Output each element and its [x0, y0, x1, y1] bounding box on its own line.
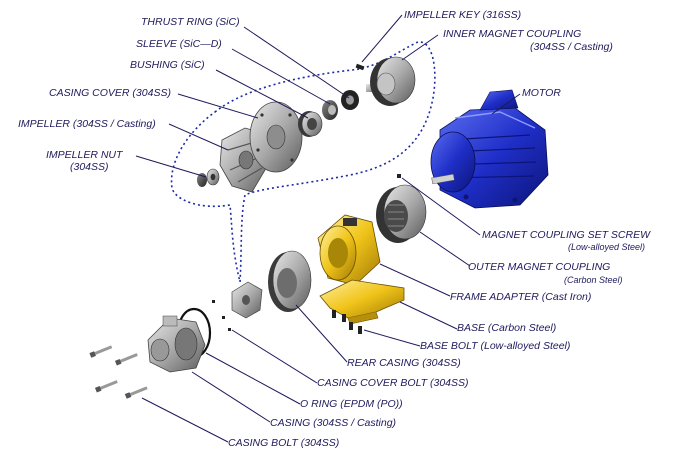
label-rear-casing: REAR CASING (304SS) [347, 357, 461, 369]
base-bolt-part [332, 310, 362, 334]
label-motor: MOTOR [522, 87, 561, 99]
label-casing: CASING (304SS / Casting) [270, 417, 396, 429]
label-impeller-nut-line1: IMPELLER NUT [46, 149, 124, 161]
label-o-ring: O RING (EPDM (PO)) [300, 398, 403, 410]
casing-bolt-part [89, 345, 148, 399]
label-casing-bolt: CASING BOLT (304SS) [228, 437, 339, 449]
label-sleeve: SLEEVE (SiC—D) [136, 38, 222, 50]
inner-magnet-coupling-part [366, 56, 416, 106]
label-outer-magnet-coupling-line1: OUTER MAGNET COUPLING [468, 261, 610, 273]
magnet-coupling-set-screw-part [397, 174, 401, 178]
label-inner-magnet-coupling-line2: (304SS / Casting) [530, 41, 613, 53]
sleeve-part [322, 100, 338, 120]
impeller-lower-part [231, 281, 263, 319]
label-impeller: IMPELLER (304SS / Casting) [18, 118, 156, 130]
motor-part [430, 89, 549, 209]
outer-magnet-coupling-part [376, 184, 427, 243]
leader-lines [135, 14, 521, 443]
impeller-key-part [355, 63, 365, 71]
label-frame-adapter: FRAME ADAPTER (Cast Iron) [450, 291, 591, 303]
thrust-ring-part [341, 90, 359, 110]
label-base: BASE (Carbon Steel) [457, 322, 556, 334]
frame-adapter-part [317, 214, 381, 286]
detail-callout-outline [170, 41, 436, 283]
part-labels: THRUST RING (SiC) SLEEVE (SiC—D) BUSHING… [18, 9, 651, 449]
casing-part [147, 315, 206, 373]
label-thrust-ring: THRUST RING (SiC) [141, 16, 240, 28]
casing-cover-part [249, 101, 303, 173]
label-set-screw-line1: MAGNET COUPLING SET SCREW [482, 229, 651, 241]
casing-cover-bolt-part [212, 300, 231, 331]
label-casing-cover-bolt: CASING COVER BOLT (304SS) [317, 377, 469, 389]
rear-casing-part [268, 250, 312, 312]
label-inner-magnet-coupling-line1: INNER MAGNET COUPLING [443, 28, 581, 40]
label-casing-cover: CASING COVER (304SS) [49, 87, 171, 99]
label-set-screw-line2: (Low-alloyed Steel) [568, 242, 645, 252]
label-impeller-nut-line2: (304SS) [70, 161, 109, 173]
label-base-bolt: BASE BOLT (Low-alloyed Steel) [420, 340, 570, 352]
base-part [319, 279, 405, 325]
label-bushing: BUSHING (SiC) [130, 59, 205, 71]
bushing-part [298, 111, 323, 137]
impeller-nut-part [197, 168, 220, 187]
label-outer-magnet-coupling-line2: (Carbon Steel) [564, 275, 623, 285]
label-impeller-key: IMPELLER KEY (316SS) [404, 9, 521, 21]
